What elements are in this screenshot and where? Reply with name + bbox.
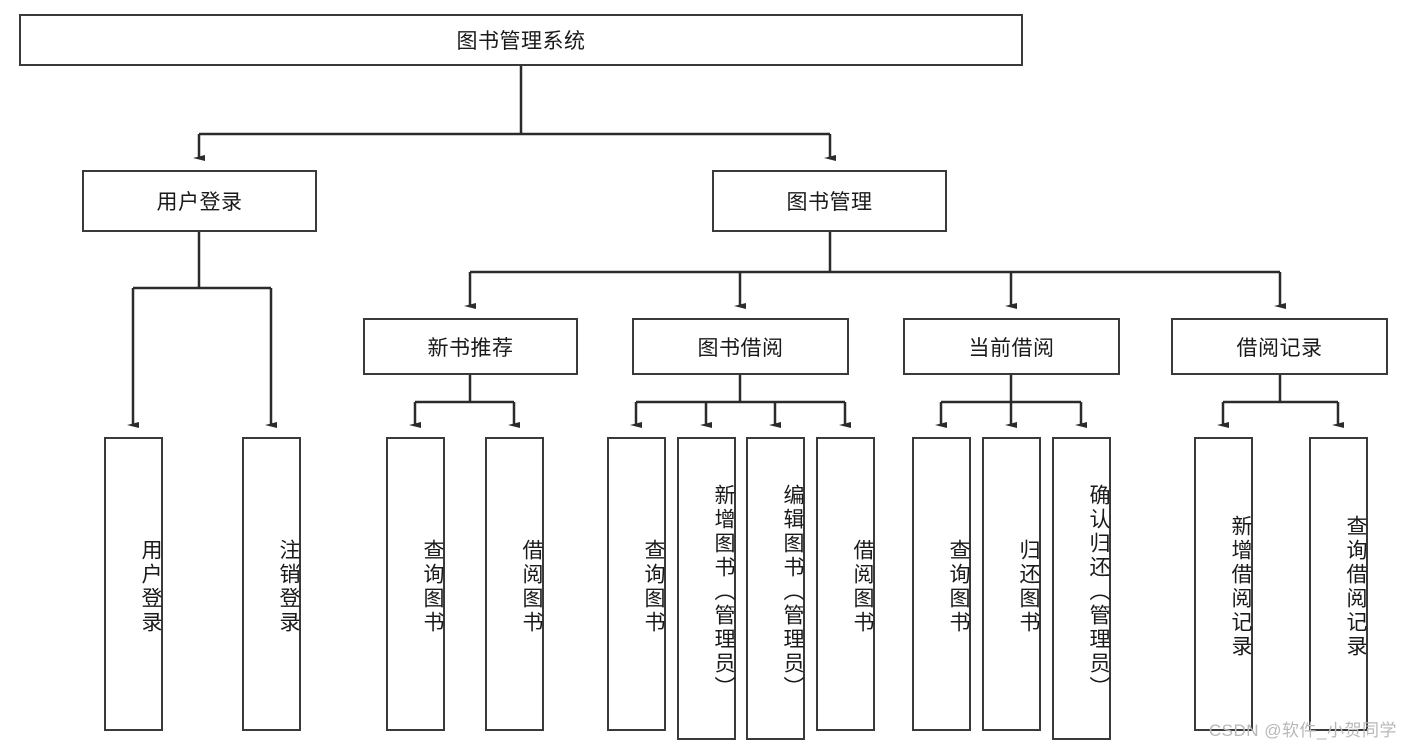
node-book-management[interactable]: 图书管理: [712, 170, 947, 232]
leaf-user-logout[interactable]: 注销登录: [242, 437, 301, 731]
node-label: 图书管理系统: [456, 30, 586, 53]
node-label: 借阅图书: [520, 539, 543, 635]
node-label: 新增借阅记录: [1229, 515, 1252, 659]
leaf-record-query-borrow-record[interactable]: 查询借阅记录: [1309, 437, 1368, 731]
node-label: 查询图书: [421, 539, 444, 635]
node-borrow-record[interactable]: 借阅记录: [1171, 318, 1388, 375]
leaf-borrow-edit-book-admin[interactable]: 编辑图书（管理员）: [746, 437, 805, 740]
node-label: 借阅记录: [1236, 336, 1323, 360]
leaf-borrow-borrow-book[interactable]: 借阅图书: [816, 437, 875, 731]
node-label: 借阅图书: [851, 539, 874, 635]
node-label: 查询图书: [642, 539, 665, 635]
node-label: 新书推荐: [427, 336, 514, 360]
node-label: 图书管理: [786, 191, 873, 214]
node-root-system[interactable]: 图书管理系统: [19, 14, 1023, 66]
node-label: 查询借阅记录: [1344, 515, 1367, 659]
leaf-current-query-book[interactable]: 查询图书: [912, 437, 971, 731]
node-book-borrow[interactable]: 图书借阅: [632, 318, 849, 375]
node-label: 归还图书: [1017, 539, 1040, 635]
node-label: 查询图书: [947, 539, 970, 635]
leaf-borrow-query-book[interactable]: 查询图书: [607, 437, 666, 731]
node-label: 新增图书（管理员）: [712, 483, 735, 700]
leaf-current-return-book[interactable]: 归还图书: [982, 437, 1041, 731]
leaf-borrow-add-book-admin[interactable]: 新增图书（管理员）: [677, 437, 736, 740]
node-label: 确认归还（管理员）: [1087, 483, 1110, 700]
leaf-recommend-query-book[interactable]: 查询图书: [386, 437, 445, 731]
leaf-user-login[interactable]: 用户登录: [104, 437, 163, 731]
leaf-current-confirm-return-admin[interactable]: 确认归还（管理员）: [1052, 437, 1111, 740]
node-label: 注销登录: [277, 539, 300, 635]
leaf-record-add-borrow-record[interactable]: 新增借阅记录: [1194, 437, 1253, 731]
watermark: CSDN @软件_小贺同学: [1208, 721, 1397, 740]
leaf-recommend-borrow-book[interactable]: 借阅图书: [485, 437, 544, 731]
node-new-book-recommend[interactable]: 新书推荐: [363, 318, 578, 375]
node-label: 用户登录: [139, 539, 162, 635]
node-current-borrow[interactable]: 当前借阅: [903, 318, 1120, 375]
node-label: 当前借阅: [968, 336, 1055, 360]
node-label: 用户登录: [156, 191, 243, 214]
node-user-login[interactable]: 用户登录: [82, 170, 317, 232]
node-label: 编辑图书（管理员）: [781, 483, 804, 700]
node-label: 图书借阅: [697, 336, 784, 360]
